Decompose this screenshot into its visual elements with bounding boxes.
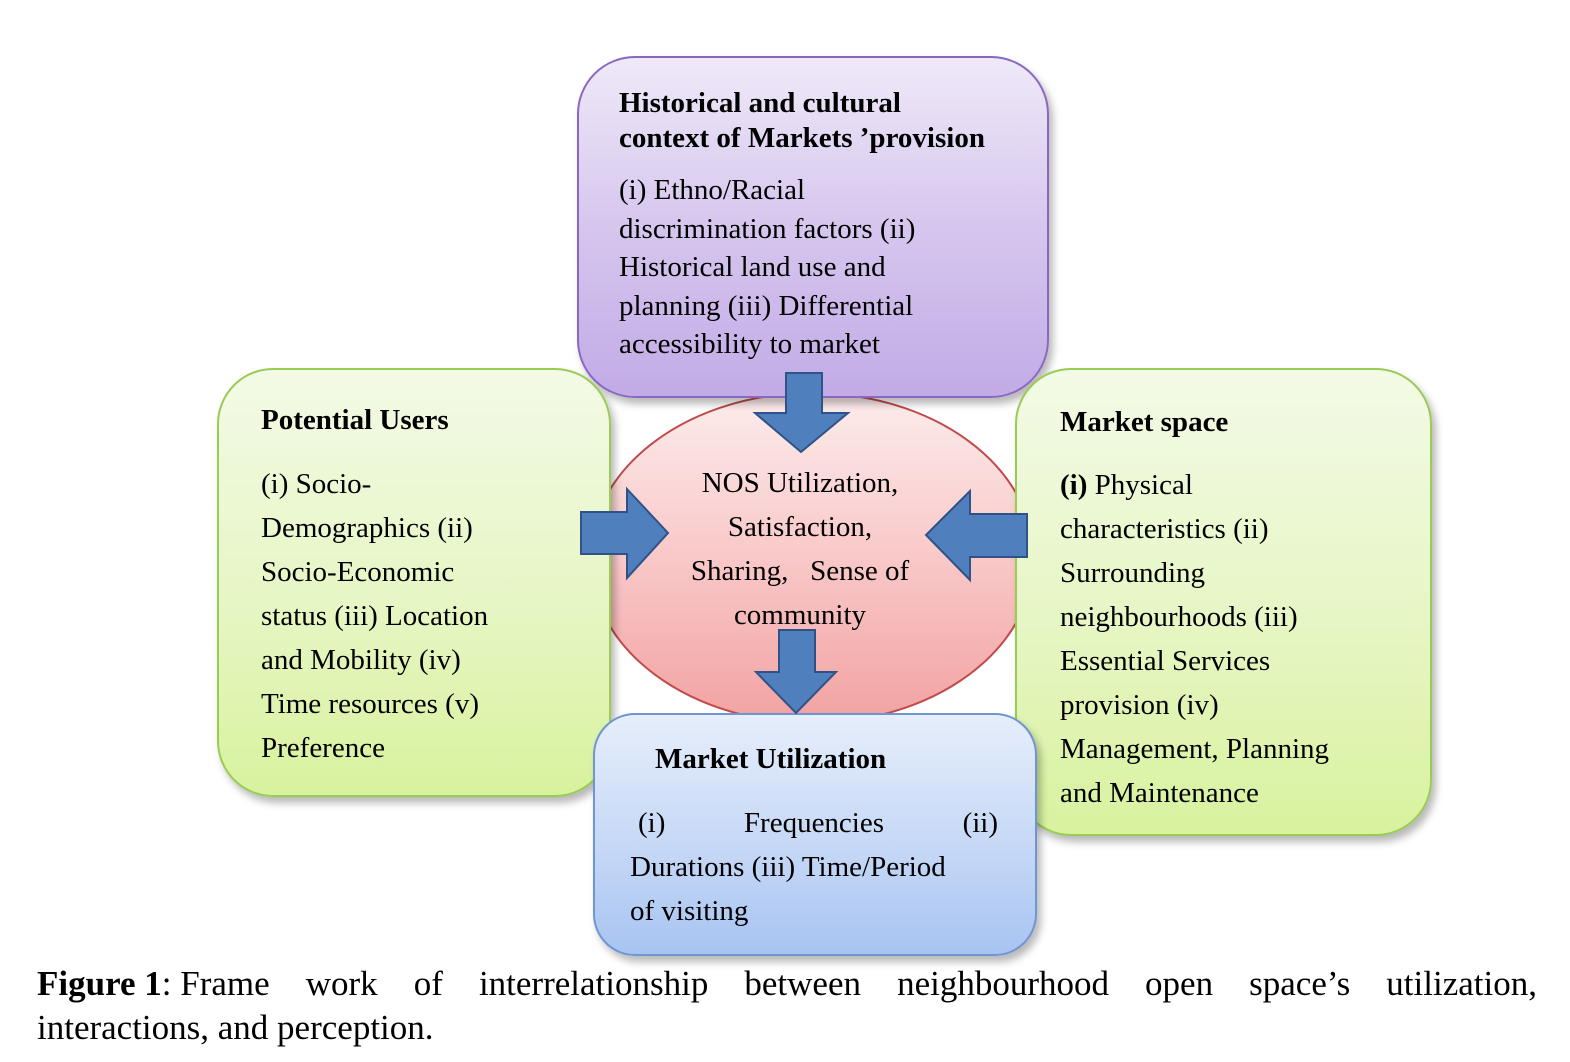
body-line: (i) Socio- [261,468,372,500]
body-line: neighbourhoods (iii) [1060,601,1298,633]
body-line: Time resources (v) [261,688,479,720]
body-word: (ii) [962,807,998,839]
title-line: context of Markets ’provision [619,122,985,154]
body-line: provision (iv) [1060,689,1219,721]
caption-word: work [305,964,378,1003]
arrow-down-top [752,372,851,454]
body-line: (i) Ethno/Racial [619,174,806,206]
title-line: Historical and cultural [619,87,901,119]
body-line: accessibility to market [619,328,880,360]
caption-line: Figure 1: Frame work of interrelationshi… [37,962,1537,1006]
caption-word: neighbourhood [897,964,1109,1003]
caption-word: between [744,964,861,1003]
body-line: (i) Frequencies (ii) [630,801,998,845]
market-space-box [1015,368,1432,836]
caption-word: of [413,964,443,1003]
body-line: Management, Planning [1060,733,1330,765]
body-line: discrimination factors (ii) [619,212,916,245]
market-space-title: Market space [1060,406,1229,438]
body-line: Historical land use and [619,251,886,283]
caption-word: interrelationship [478,964,709,1003]
center-line: NOS Utilization, [701,467,899,499]
body-word: Frequencies [743,807,885,839]
body-line: status (iii) Location [261,600,489,632]
body-line: (i) Physical [1060,463,1329,507]
historical-context-body: (i) Ethno/Racial discrimination factors … [619,171,915,364]
arrow-left-right [924,488,1028,583]
body-line: Socio-Economic [261,556,455,588]
body-line: of visiting [630,895,749,927]
body-line-bold-prefix: (i) [1060,469,1088,501]
caption-word: utilization, [1386,964,1537,1003]
body-line: Demographics (ii) [261,512,473,544]
caption-word: space’s [1249,964,1351,1003]
arrow-right-left [580,486,670,581]
market-utilization-body: (i) Frequencies (ii) Durations (iii) Tim… [630,801,998,933]
caption-word: : Frame [161,964,270,1003]
caption-line: interactions, and perception. [37,1008,434,1047]
market-utilization-title: Market Utilization [655,743,887,775]
center-line: Satisfaction, [727,511,873,543]
body-line: planning (iii) Differential [619,289,914,322]
center-line: community [733,599,867,631]
market-utilization-box [593,713,1037,956]
figure-caption: Figure 1: Frame work of interrelationshi… [37,962,1537,1050]
body-line: and Mobility (iv) [261,644,461,676]
potential-users-box [217,368,611,797]
center-text: NOS Utilization, Satisfaction, Sharing, … [650,461,950,637]
center-line: Sharing, Sense of [690,555,910,587]
caption-first-segment: Figure 1: Frame [37,962,270,1006]
body-word: (i) [638,807,666,839]
body-line: characteristics (ii) [1060,513,1269,545]
caption-label: Figure 1 [37,964,162,1003]
body-line: Essential Services [1060,645,1271,677]
historical-context-title: Historical and cultural context of Marke… [619,86,985,156]
arrow-down-bottom [753,629,839,715]
potential-users-body: (i) Socio- Demographics (ii) Socio-Econo… [261,462,488,770]
body-line: Durations (iii) Time/Period [630,851,946,883]
caption-word: open [1145,964,1214,1003]
body-line: and Maintenance [1060,777,1259,809]
body-line: Preference [261,732,385,764]
market-space-body: (i) Physical characteristics (ii) Surrou… [1060,463,1329,815]
body-line: Surrounding [1060,557,1205,589]
body-line-rest: Physical [1087,469,1193,501]
historical-context-box [577,56,1049,398]
potential-users-title: Potential Users [261,404,449,436]
